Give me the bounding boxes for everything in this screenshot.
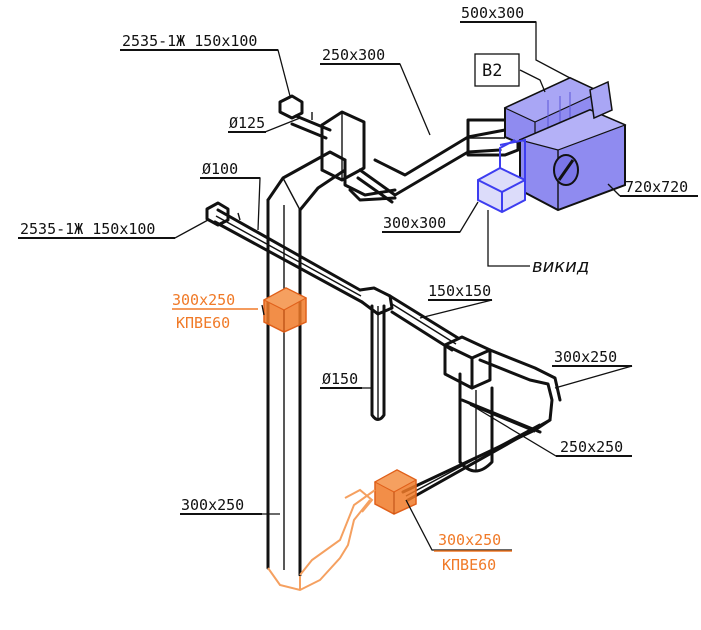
label-dia-100: Ø100: [202, 160, 238, 178]
label-ahu-top: 500x300: [461, 4, 524, 22]
orange-bottom-duct: [267, 488, 376, 592]
round-drop-duct: [370, 304, 386, 421]
round-branch-duct: [213, 208, 460, 352]
label-outlet: 300x300: [383, 214, 446, 232]
label-damper-1-size: 300x250: [172, 291, 235, 309]
right-loop-duct: [401, 348, 562, 502]
exhaust-outlet: [477, 138, 526, 214]
fire-damper-upper: [262, 287, 308, 333]
label-dia-125: Ø125: [229, 114, 265, 132]
label-fan-side: 720x720: [625, 178, 688, 196]
main-riser-duct: [266, 150, 347, 577]
label-riser-left: 300x250: [181, 496, 244, 514]
label-damper-2-type: КПВЕ60: [442, 556, 496, 574]
label-dia-150: Ø150: [322, 370, 358, 388]
label-grille-left: 2535-1Ж 150x100: [20, 220, 155, 238]
fire-damper-lower: [373, 469, 418, 515]
ductwork: [205, 94, 562, 577]
label-grille-top: 2535-1Ж 150x100: [122, 32, 257, 50]
air-handling-unit: [503, 76, 627, 212]
ahu-side-box: [589, 80, 613, 120]
label-branch: 150x150: [428, 282, 491, 300]
upper-grille-branch: [278, 94, 332, 140]
label-duct-main-top: 250x300: [322, 46, 385, 64]
label-damper-2-size: 300x250: [438, 531, 501, 549]
label-outlet-note: викид: [532, 256, 589, 277]
label-duct-right: 250x250: [560, 438, 623, 456]
left-grille-branch: [205, 201, 241, 227]
right-elbow-duct: [443, 335, 494, 473]
label-damper-1-type: КПВЕ60: [176, 314, 230, 332]
labels: 500x300 B2 2535-1Ж 150x100 250x300 Ø125 …: [20, 4, 688, 574]
label-underlines: [18, 21, 698, 515]
unit-tag-box: [474, 53, 520, 87]
unit-tag: B2: [482, 61, 502, 81]
label-riser-right: 300x250: [554, 348, 617, 366]
